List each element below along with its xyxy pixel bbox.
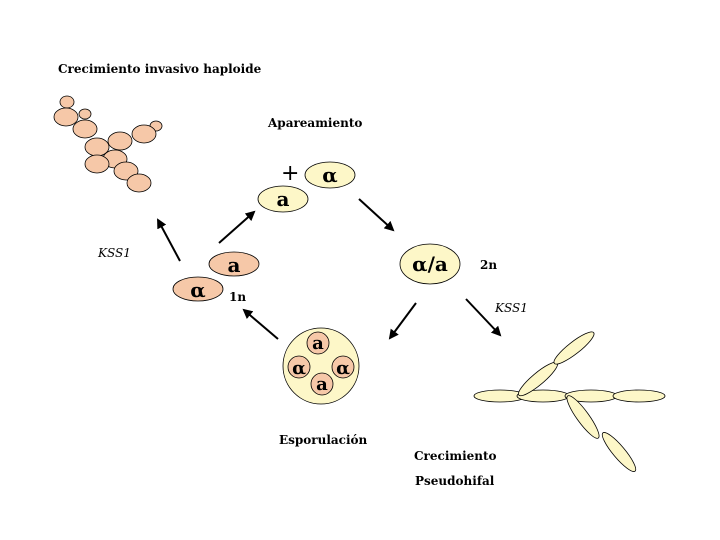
mating-label: Apareamiento bbox=[267, 116, 362, 130]
spore-alpha-right-symbol: α bbox=[336, 358, 350, 379]
mating-alpha-symbol: α bbox=[322, 163, 337, 187]
spore-alpha-left-symbol: α bbox=[292, 358, 306, 379]
arrow-to-diploid bbox=[358, 198, 395, 232]
cluster-cell bbox=[126, 173, 152, 193]
spore-alpha-left bbox=[287, 355, 311, 379]
cluster-cell bbox=[84, 154, 110, 174]
spore-a-bottom bbox=[310, 372, 334, 396]
pseudohyphal-label-line2: Pseudohifal bbox=[415, 474, 495, 488]
diploid-label: 2n bbox=[480, 258, 497, 272]
haploid-cell-cluster bbox=[53, 95, 163, 193]
spore-a-top bbox=[306, 331, 330, 355]
cluster-cell bbox=[59, 95, 75, 109]
arrow-to-haploid bbox=[242, 308, 279, 340]
cluster-cell bbox=[107, 131, 133, 151]
hypha-cell bbox=[553, 331, 595, 365]
haploid-alpha-symbol: α bbox=[190, 278, 205, 302]
plus-sign: + bbox=[281, 161, 299, 186]
hypha-cell bbox=[601, 432, 637, 472]
mating-a-symbol: a bbox=[277, 187, 290, 211]
pseudohyphal-filament bbox=[473, 331, 666, 472]
diploid-cell-symbol: α/a bbox=[412, 252, 448, 276]
cluster-cell bbox=[53, 107, 79, 127]
invasive-growth-label: Crecimiento invasivo haploide bbox=[58, 62, 262, 76]
haploid-a-cell bbox=[208, 251, 260, 277]
cluster-cell bbox=[72, 119, 98, 139]
arrow-to-sporulation bbox=[388, 302, 417, 340]
pseudohyphal-label-line1: Crecimiento bbox=[414, 449, 497, 463]
ascospores: a α α a bbox=[287, 331, 355, 396]
hypha-cell bbox=[566, 395, 600, 439]
haploid-alpha-cell bbox=[172, 276, 224, 302]
spore-a-bottom-symbol: a bbox=[316, 374, 328, 395]
hypha-cell bbox=[612, 389, 666, 403]
cycle-arrows bbox=[157, 198, 502, 340]
haploid-a-symbol: a bbox=[228, 253, 241, 277]
diploid-cell bbox=[399, 243, 461, 285]
arrow-to-mating bbox=[218, 210, 256, 244]
ascus bbox=[282, 327, 360, 405]
cluster-cell bbox=[131, 124, 157, 144]
cluster-cell bbox=[78, 108, 92, 120]
spore-alpha-right bbox=[331, 355, 355, 379]
kss1-left-label: KSS1 bbox=[97, 246, 131, 260]
sporulation-label: Esporulación bbox=[279, 433, 368, 447]
mating-alpha-cell bbox=[304, 161, 356, 189]
spore-a-top-symbol: a bbox=[312, 333, 324, 354]
arrow-to-invasive-growth bbox=[157, 218, 181, 262]
haploid-label: 1n bbox=[229, 290, 246, 304]
mating-a-cell bbox=[257, 185, 309, 213]
kss1-right-label: KSS1 bbox=[494, 301, 528, 315]
arrow-to-pseudohyphal bbox=[465, 298, 502, 337]
